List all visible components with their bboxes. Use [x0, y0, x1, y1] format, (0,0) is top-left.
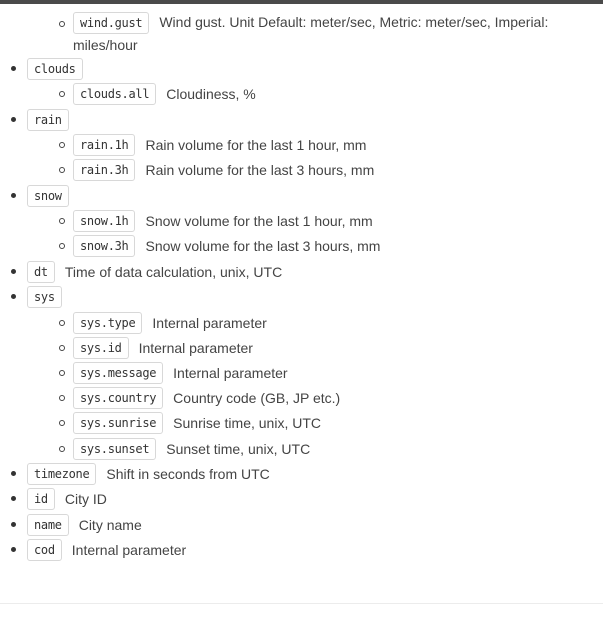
desc-clouds-all: Cloudiness, % — [166, 85, 256, 102]
circle-bullet — [59, 243, 65, 249]
circle-bullet — [59, 320, 65, 326]
code-sys-type: sys.type — [73, 312, 143, 334]
list-item-sys-sunrise: sys.sunrise Sunrise time, unix, UTC — [0, 412, 321, 434]
desc-sys-type: Internal parameter — [152, 314, 267, 331]
circle-bullet — [59, 218, 65, 224]
list-item-timezone: timezone Shift in seconds from UTC — [0, 463, 270, 485]
desc-cod: Internal parameter — [71, 541, 187, 558]
code-cod: cod — [27, 539, 62, 561]
desc-name: City name — [78, 516, 142, 533]
circle-bullet — [59, 370, 65, 376]
code-dt: dt — [27, 261, 55, 283]
code-sys-sunrise: sys.sunrise — [73, 412, 164, 434]
disc-bullet — [11, 547, 16, 552]
disc-bullet — [11, 294, 16, 299]
code-snow-3h: snow.3h — [73, 235, 136, 257]
desc-id: City ID — [64, 490, 107, 507]
code-sys-country: sys.country — [73, 387, 164, 409]
list-item-snow-3h: snow.3h Snow volume for the last 3 hours… — [0, 235, 380, 257]
code-rain: rain — [27, 109, 69, 131]
desc-snow-1h: Snow volume for the last 1 hour, mm — [145, 212, 373, 229]
list-item-rain-1h: rain.1h Rain volume for the last 1 hour,… — [0, 134, 366, 156]
circle-bullet — [59, 345, 65, 351]
desc-wind-gust-cont: miles/hour — [73, 37, 138, 53]
disc-bullet — [11, 496, 16, 501]
list-item-wind-gust: wind.gust Wind gust. Unit Default: meter/… — [0, 12, 573, 54]
disc-bullet — [11, 471, 16, 476]
code-snow: snow — [27, 185, 69, 207]
list-item-rain-3h: rain.3h Rain volume for the last 3 hours… — [0, 159, 374, 181]
disc-bullet — [11, 117, 16, 122]
circle-bullet — [59, 21, 65, 27]
list-item-dt: dt Time of data calculation, unix, UTC — [0, 261, 282, 283]
list-item-clouds-all: clouds.all Cloudiness, % — [0, 83, 256, 105]
circle-bullet — [59, 91, 65, 97]
list-item-id: id City ID — [0, 488, 107, 510]
code-clouds: clouds — [27, 58, 83, 80]
disc-bullet — [11, 522, 16, 527]
bottom-divider — [0, 603, 603, 604]
desc-sys-sunset: Sunset time, unix, UTC — [166, 440, 311, 457]
desc-sys-sunrise: Sunrise time, unix, UTC — [173, 414, 321, 431]
code-timezone: timezone — [27, 463, 97, 485]
code-id: id — [27, 488, 55, 510]
list-item-sys-id: sys.id Internal parameter — [0, 337, 253, 359]
disc-bullet — [11, 269, 16, 274]
desc-sys-message: Internal parameter — [173, 364, 288, 381]
desc-dt: Time of data calculation, unix, UTC — [64, 263, 283, 280]
code-sys: sys — [27, 286, 62, 308]
code-wind-gust: wind.gust — [73, 12, 150, 34]
code-sys-message: sys.message — [73, 362, 164, 384]
list-item-rain: rain — [0, 109, 69, 131]
code-rain-1h: rain.1h — [73, 134, 136, 156]
list-item-clouds: clouds — [0, 58, 83, 80]
code-name: name — [27, 514, 69, 536]
disc-bullet — [11, 193, 16, 198]
circle-bullet — [59, 395, 65, 401]
disc-bullet — [11, 66, 16, 71]
code-snow-1h: snow.1h — [73, 210, 136, 232]
list-item-sys-type: sys.type Internal parameter — [0, 312, 267, 334]
list-item-sys: sys — [0, 286, 62, 308]
desc-sys-country: Country code (GB, JP etc.) — [173, 389, 341, 406]
desc-rain-3h: Rain volume for the last 3 hours, mm — [145, 161, 375, 178]
code-rain-3h: rain.3h — [73, 159, 136, 181]
list-item-sys-sunset: sys.sunset Sunset time, unix, UTC — [0, 438, 310, 460]
list-item-sys-country: sys.country Country code (GB, JP etc.) — [0, 387, 340, 409]
list-item-name: name City name — [0, 514, 142, 536]
desc-wind-gust: Wind gust. Unit Default: meter/sec, Metr… — [159, 14, 549, 30]
code-sys-id: sys.id — [73, 337, 129, 359]
code-sys-sunset: sys.sunset — [73, 438, 157, 460]
list-item-cod: cod Internal parameter — [0, 539, 186, 561]
list-item-sys-message: sys.message Internal parameter — [0, 362, 288, 384]
circle-bullet — [59, 420, 65, 426]
top-border — [0, 0, 603, 4]
desc-sys-id: Internal parameter — [138, 339, 253, 356]
desc-rain-1h: Rain volume for the last 1 hour, mm — [145, 136, 367, 153]
code-clouds-all: clouds.all — [73, 83, 157, 105]
list-item-snow: snow — [0, 185, 69, 207]
circle-bullet — [59, 142, 65, 148]
list-item-snow-1h: snow.1h Snow volume for the last 1 hour,… — [0, 210, 373, 232]
circle-bullet — [59, 167, 65, 173]
desc-timezone: Shift in seconds from UTC — [106, 465, 270, 482]
circle-bullet — [59, 446, 65, 452]
desc-snow-3h: Snow volume for the last 3 hours, mm — [145, 237, 381, 254]
